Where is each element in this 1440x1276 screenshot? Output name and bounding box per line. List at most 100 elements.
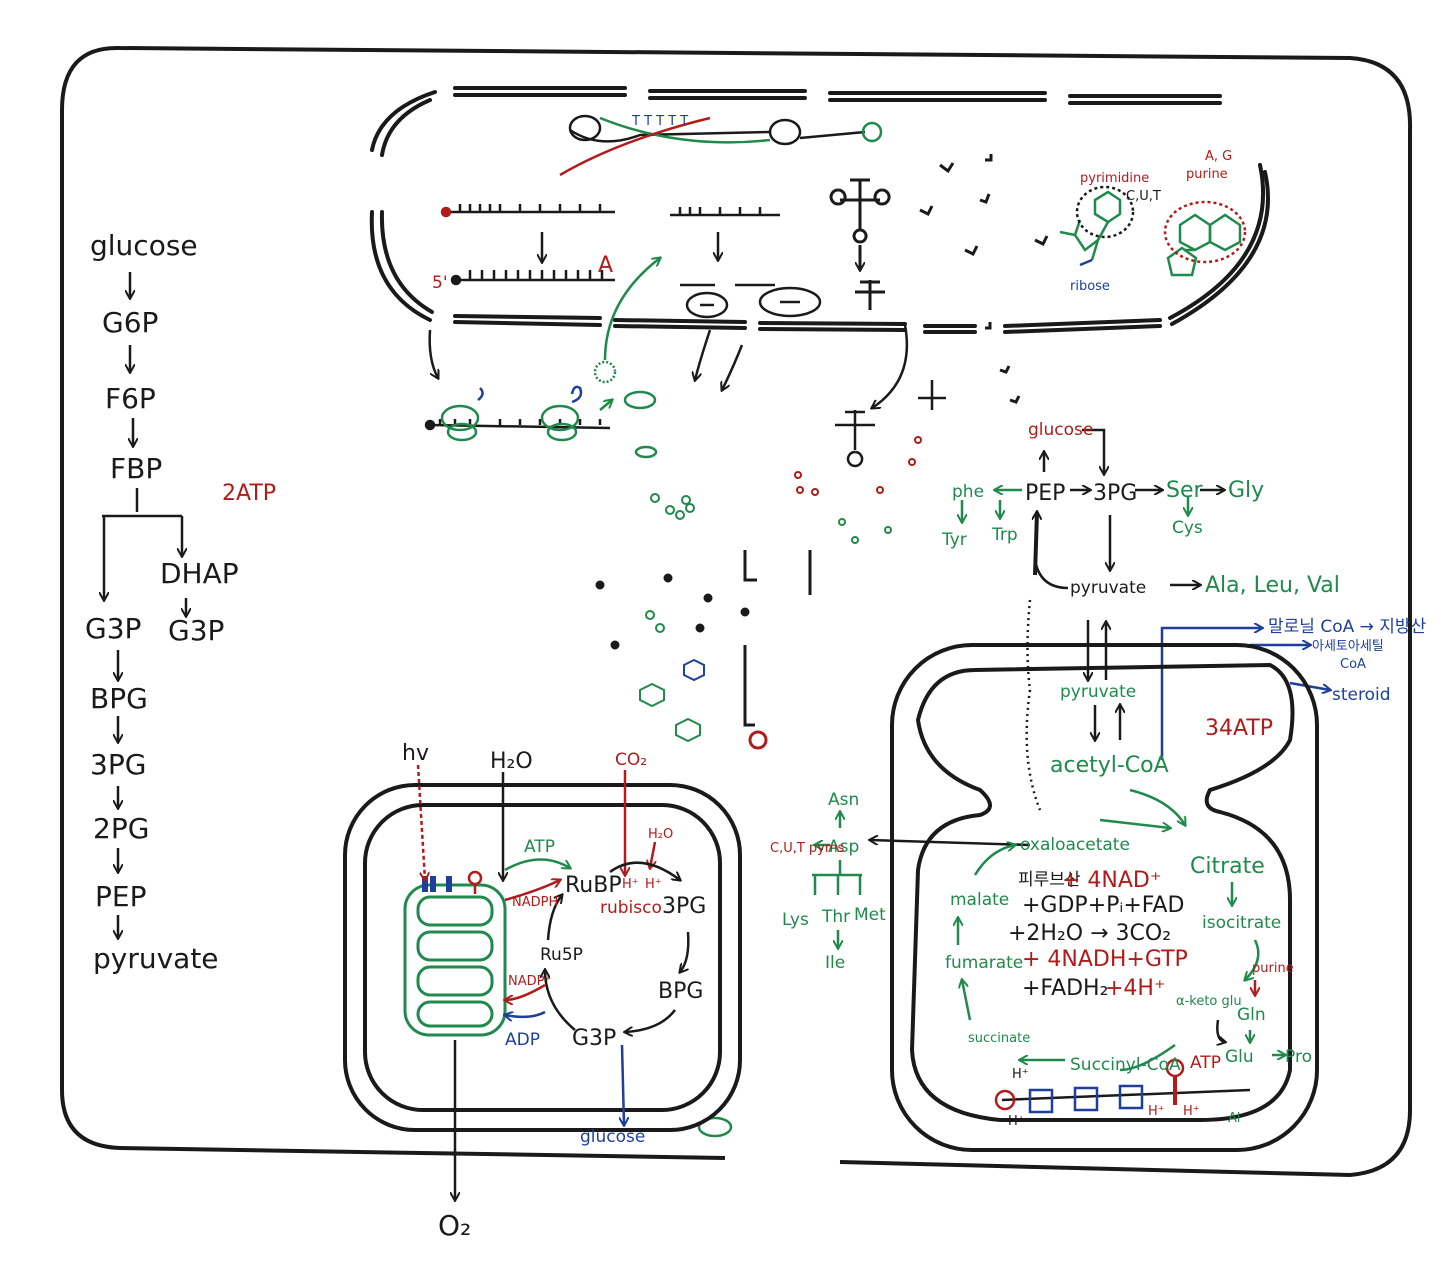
amino-acid-chains [595,550,812,750]
glycolysis-glucose: glucose [90,229,198,262]
chloro-oxygen: O₂ [438,1209,471,1242]
dna-replication [559,114,883,177]
mrna-five-prime: 5' [432,273,448,293]
aa-pep: PEP [1025,481,1065,506]
mito-ala-tail: Al [1228,1111,1241,1126]
mito-succinyl-coa: Succinyl-CoA [1070,1055,1181,1075]
aa-tyr: Tyr [941,530,967,550]
aa-phe: phe [952,482,984,502]
nucleotide-monomers [919,154,1049,404]
mito-pro: Pro [1285,1047,1312,1067]
thylakoid-stack [403,883,507,1037]
aa-cut-pyms: C,U,T pyms [770,841,845,856]
aa-asn: Asn [828,790,859,810]
aa-coa: CoA [1340,657,1366,672]
mito-fumarate: fumarate [945,953,1023,973]
mito-oxaloacetate: oxaloacetate [1020,835,1130,855]
aa-ile: Ile [825,953,845,973]
aa-ser: Ser [1166,478,1204,503]
small-molecules [639,493,892,743]
translation-ribosomes [424,258,946,1138]
mito-proton-b: H⁺ [1008,1114,1025,1129]
nucleotide-structures [1059,185,1247,277]
glycolysis-bpg: BPG [90,682,148,715]
chloro-atp: ATP [524,837,555,857]
mito-proton-d: H⁺ [1183,1104,1200,1119]
mito-akg: α-keto glu [1176,994,1242,1009]
aa-lys: Lys [782,910,809,930]
chloro-glucose: glucose [580,1127,645,1147]
chloro-nadp: NADP⁺ [508,974,551,989]
glycolysis-g3p-right: G3P [168,614,224,647]
chloro-bpg: BPG [658,979,703,1004]
aa-cys: Cys [1172,518,1203,538]
mito-purine: purine [1252,961,1294,976]
glycolysis-g6p: G6P [102,306,158,339]
glycolysis-pep: PEP [95,880,146,913]
photosystems [422,870,483,894]
aa-malonyl-coa: 말로닐 CoA → 지방산 [1268,617,1427,637]
chloro-rubisco: rubisco [600,898,662,918]
red-metabolites [794,436,922,496]
glycolysis-fbp: FBP [110,452,162,485]
mito-atp: ATP [1190,1053,1221,1073]
chloro-h-plus-1: H⁺ [622,877,639,892]
spliceosome-snrnp [680,283,822,319]
glycolysis-pyruvate: pyruvate [93,942,219,975]
mito-eq5a: +FADH₂ [1022,976,1108,1001]
mito-malate: malate [950,890,1009,910]
glycolysis-g3p-left: G3P [85,612,141,645]
mito-34atp: 34ATP [1205,716,1273,741]
chloro-water: H₂O [490,749,533,774]
calvin-arrows [416,764,690,1200]
purine-label: purine [1186,167,1228,182]
chloro-3pg: 3PG [662,894,706,919]
krebs-arrows [958,599,1285,1072]
aa-acetoacetyl: 아세토아세틸 [1312,639,1384,654]
ribose-label: ribose [1070,279,1110,294]
nuclear-envelope [369,86,1270,334]
amino-arrows [812,428,1330,948]
glycolysis-2atp: 2ATP [222,481,276,506]
aa-3pg: 3PG [1093,481,1137,506]
mito-proton-c: H⁺ [1148,1104,1165,1119]
aa-trp: Trp [991,525,1018,545]
chloro-water-small: H₂O [648,827,673,842]
chloro-nadph: NADPH [512,895,558,910]
mrna-strands [440,204,780,286]
cell-membrane [60,45,1413,1178]
mito-eq2: +GDP+Pᵢ+FAD [1022,893,1184,918]
mito-acetyl-coa: acetyl-CoA [1050,753,1169,778]
chloro-ru5p: Ru5P [540,945,583,965]
aa-steroid: steroid [1332,685,1391,705]
dna-thymine-labels: T T T T T [631,114,688,129]
aa-ala-leu-val: Ala, Leu, Val [1205,573,1340,598]
glycolysis-arrows [102,272,186,938]
chloro-rubp: RuBP [565,873,622,898]
mito-eq1b: + 4NAD⁺ [1062,868,1161,893]
aa-glucose: glucose [1028,420,1093,440]
chloro-co2: CO₂ [615,750,647,770]
pyrimidine-label: pyrimidine [1080,171,1149,186]
aa-thr: Thr [821,907,850,927]
polya-tail-label: A [598,253,613,278]
mito-succinate: succinate [968,1031,1030,1046]
mito-gln: Gln [1237,1005,1266,1025]
pyrimidine-bases: C,U,T [1126,189,1161,204]
mito-eq3: +2H₂O → 3CO₂ [1008,921,1171,946]
aa-gly: Gly [1228,478,1264,503]
purine-bases: A, G [1205,149,1232,164]
chloro-h-plus-2: H⁺ [645,877,662,892]
mito-citrate: Citrate [1190,854,1265,879]
mito-pyruvate: pyruvate [1060,682,1136,702]
mito-isocitrate: isocitrate [1202,913,1281,933]
mito-eq1a: 피루브산 [1018,870,1081,890]
mito-eq5b: +4H⁺ [1105,976,1166,1001]
glycolysis-dhap: DHAP [160,557,239,590]
glycolysis-2pg: 2PG [93,812,149,845]
glycolysis-f6p: F6P [105,382,156,415]
chloro-adp: ADP [505,1030,540,1050]
mito-eq4: + 4NADH+GTP [1022,947,1188,972]
aa-pyruvate: pyruvate [1070,578,1146,598]
